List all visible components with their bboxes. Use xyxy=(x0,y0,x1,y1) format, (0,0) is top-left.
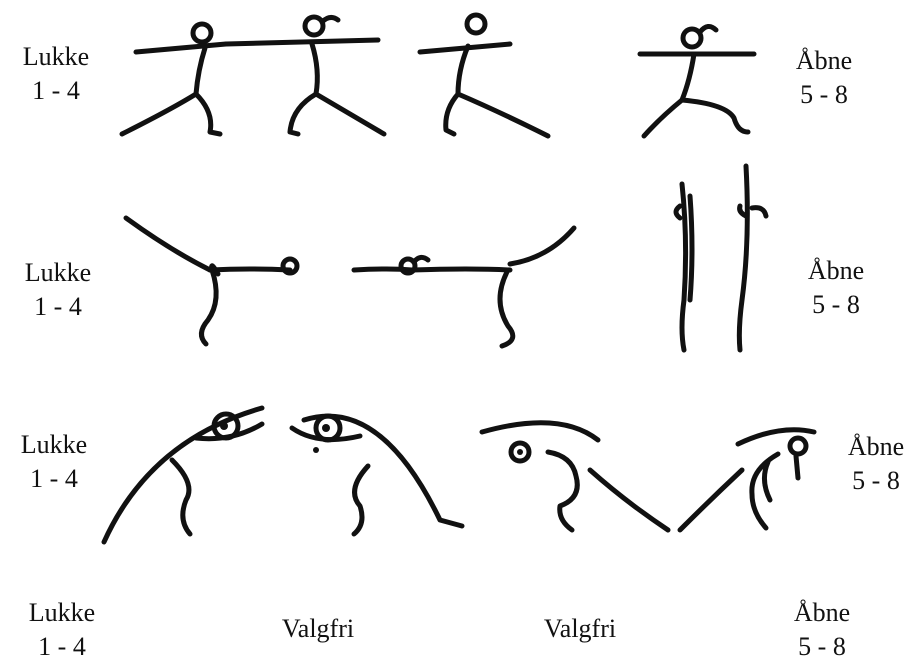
row1-figure-3 xyxy=(417,12,551,139)
row2-right-label: Åbne 5 - 8 xyxy=(788,254,884,322)
row2-left-count: 1 - 4 xyxy=(34,292,82,321)
row4-right-count: 5 - 8 xyxy=(798,632,846,661)
row2-left-label: Lukke 1 - 4 xyxy=(10,256,106,324)
row3-figure-2 xyxy=(289,413,465,537)
row1-right-label: Åbne 5 - 8 xyxy=(776,44,872,112)
row1-left-label: Lukke 1 - 4 xyxy=(8,40,104,108)
row3-right-label: Åbne 5 - 8 xyxy=(834,430,918,498)
row2-figure-1 xyxy=(123,215,300,347)
row2-figure-4 xyxy=(736,163,769,353)
row2-figure-3 xyxy=(673,181,695,353)
row2-right-count: 5 - 8 xyxy=(812,290,860,319)
row3-left-label: Lukke 1 - 4 xyxy=(6,428,102,496)
row2-left-word: Lukke xyxy=(24,258,92,287)
row1-figure-4 xyxy=(637,24,757,139)
row4-middle-label-1: Valgfri xyxy=(258,612,378,646)
row3-right-word: Åbne xyxy=(847,432,905,461)
row4-middle-text-1: Valgfri xyxy=(281,614,355,643)
row4-middle-label-2: Valgfri xyxy=(520,612,640,646)
row1-right-count: 5 - 8 xyxy=(800,80,848,109)
row2-figure-2 xyxy=(351,225,577,349)
row4-left-label: Lukke 1 - 4 xyxy=(14,596,110,664)
row3-figure-4 xyxy=(677,427,817,533)
row3-left-word: Lukke xyxy=(20,430,88,459)
row1-left-word: Lukke xyxy=(22,42,90,71)
row1-right-word: Åbne xyxy=(795,46,853,75)
row4-right-label: Åbne 5 - 8 xyxy=(774,596,870,664)
row4-left-count: 1 - 4 xyxy=(38,632,86,661)
row1-left-count: 1 - 4 xyxy=(32,76,80,105)
row3-right-count: 5 - 8 xyxy=(852,466,900,495)
row1-figure-2 xyxy=(223,14,387,137)
row4-right-word: Åbne xyxy=(793,598,851,627)
row2-right-word: Åbne xyxy=(807,256,865,285)
row3-left-count: 1 - 4 xyxy=(30,464,78,493)
row3-figure-1 xyxy=(101,405,265,545)
row4-middle-text-2: Valgfri xyxy=(543,614,617,643)
row4-left-word: Lukke xyxy=(28,598,96,627)
row1-figure-1 xyxy=(119,21,229,137)
row3-figure-3 xyxy=(479,420,671,533)
